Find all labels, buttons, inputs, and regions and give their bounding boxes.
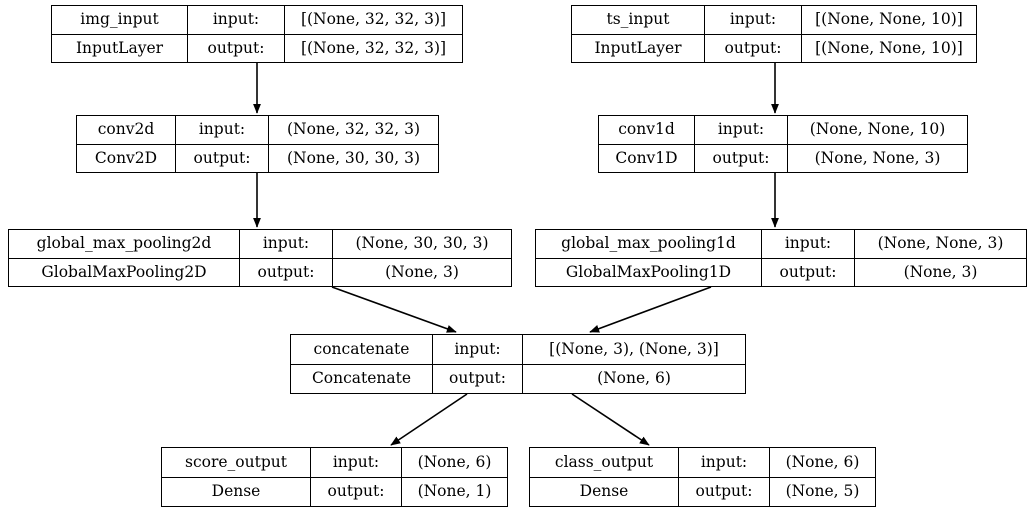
node-output-label: output: (433, 364, 523, 393)
node-output-label: output: (240, 258, 333, 286)
node-output-shape: (None, 1) (417, 482, 492, 500)
graph-edge-global_max_pooling2d-to-concatenate (331, 286, 457, 333)
node-class-label: GlobalMaxPooling2D (9, 258, 240, 286)
node-input-shape: (None, 32, 32, 3) (286, 120, 420, 138)
graph-edge-global_max_pooling1d-to-concatenate (589, 286, 712, 333)
node-output-label: output: (762, 258, 855, 286)
node-output-label: output: (311, 477, 402, 506)
node-output-label: output: (705, 34, 802, 62)
node-input-label: input: (188, 6, 285, 34)
node-input-label: input: (762, 230, 855, 258)
node-name-label: conv1d (599, 116, 695, 144)
node-input-label: input: (679, 448, 770, 477)
node-class-label: InputLayer (52, 34, 188, 62)
node-class-label: Dense (530, 477, 679, 506)
node-class-label: Conv1D (599, 144, 695, 172)
node-class-label: Concatenate (291, 364, 433, 393)
node-input-label: input: (240, 230, 333, 258)
node-input-shape: (None, 6) (417, 452, 492, 471)
node-input-shape: [(None, 3), (None, 3)] (549, 339, 719, 358)
node-output-label: output: (679, 477, 770, 506)
node-input-label: input: (433, 335, 523, 364)
node-name-label: global_max_pooling2d (9, 230, 240, 258)
node-name-label: conv2d (77, 116, 176, 144)
node-input-label: input: (176, 116, 269, 144)
node-output-shape: [(None, 32, 32, 3)] (300, 38, 447, 57)
node-output-label: output: (176, 144, 269, 172)
node-name-label: class_output (530, 448, 679, 477)
node-input-label: input: (311, 448, 402, 477)
node-output-shape: (None, 6) (597, 369, 671, 387)
node-input-shape: (None, None, 3) (877, 234, 1004, 252)
node-name-label: global_max_pooling1d (536, 230, 762, 258)
node-input-shape: (None, 6) (785, 452, 860, 471)
node-class-label: Conv2D (77, 144, 176, 172)
node-output-label: output: (188, 34, 285, 62)
node-class-label: GlobalMaxPooling1D (536, 258, 762, 286)
node-output-shape: (None, 3) (385, 262, 459, 281)
node-output-label: output: (695, 144, 788, 172)
node-input-shape: (None, None, 10) (809, 120, 946, 138)
node-input-label: input: (705, 6, 802, 34)
node-output-shape: [(None, None, 10)] (815, 38, 963, 57)
node-input-shape: (None, 30, 30, 3) (355, 234, 489, 252)
node-class-label: InputLayer (572, 34, 705, 62)
node-output-shape: (None, 3) (903, 262, 978, 281)
graph-edge-concatenate-to-class_output (571, 393, 650, 446)
node-name-label: score_output (162, 448, 311, 477)
node-name-label: img_input (52, 6, 188, 34)
node-input-label: input: (695, 116, 788, 144)
node-output-shape: (None, 5) (785, 482, 860, 500)
node-class-label: Dense (162, 477, 311, 506)
node-input-shape: [(None, None, 10)] (815, 10, 963, 28)
graph-edge-concatenate-to-score_output (390, 393, 468, 446)
node-name-label: concatenate (291, 335, 433, 364)
node-output-shape: (None, 30, 30, 3) (286, 148, 420, 167)
node-output-shape: (None, None, 3) (814, 148, 941, 167)
node-name-label: ts_input (572, 6, 705, 34)
node-input-shape: [(None, 32, 32, 3)] (300, 10, 447, 28)
